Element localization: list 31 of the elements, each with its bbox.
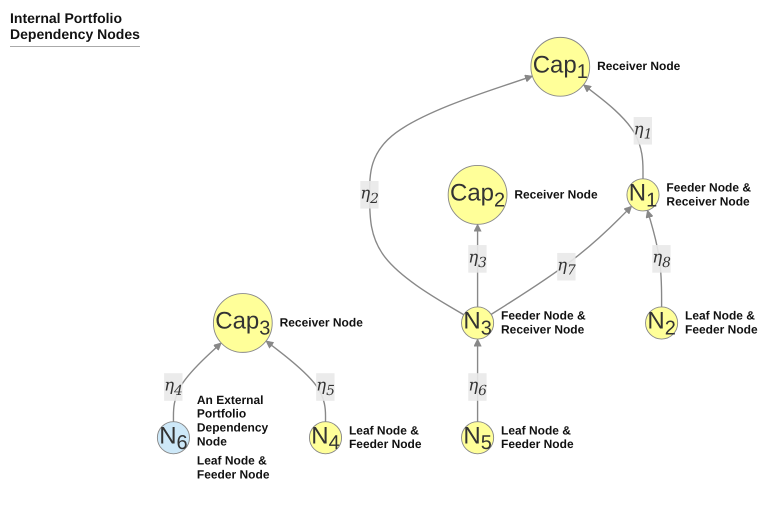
arrow	[583, 84, 644, 178]
node-caption: Leaf Node & Feeder Node	[685, 308, 758, 336]
edge-label: η$_{1}$	[634, 119, 652, 142]
node-circle: Cap$_{3}$	[212, 292, 273, 352]
node-caption: Receiver Node	[597, 58, 680, 73]
node-caption: Feeder Node & Receiver Node	[666, 180, 752, 208]
edge-label: η$_{8}$	[652, 247, 671, 270]
node-circle: Cap$_{2}$	[448, 164, 508, 224]
edge-label: η$_{4}$	[164, 376, 183, 398]
edge-label: η$_{7}$	[557, 255, 576, 278]
node-circle: N$_{6}$	[156, 420, 190, 454]
node-caption: Leaf Node & Feeder Node	[348, 422, 422, 451]
edge-label: η$_{6}$	[468, 376, 487, 398]
node-caption: An External Portfolio Dependency Node	[196, 392, 268, 448]
edge-label: η$_{3}$	[468, 247, 487, 270]
node-circle: N$_{5}$	[461, 420, 494, 454]
region-label: Internal Portfolio Dependency Nodes	[10, 10, 140, 47]
arrow	[490, 206, 632, 315]
node-caption: Receiver Node	[280, 315, 363, 330]
node-caption: Leaf Node & Feeder Node	[501, 422, 574, 451]
node-circle: N$_{2}$	[645, 306, 678, 340]
node-circle: N$_{1}$	[626, 178, 660, 212]
node-caption: Receiver Node	[514, 186, 598, 201]
node-circle: Cap$_{1}$	[530, 36, 590, 96]
edge-label: η$_{5}$	[316, 376, 335, 398]
node-caption: Leaf Node & Feeder Node	[196, 453, 270, 482]
node-circle: N$_{4}$	[308, 420, 342, 454]
edge-label: η$_{2}$	[360, 183, 379, 206]
node-caption: Feeder Node & Receiver Node	[501, 308, 586, 336]
node-circle: N$_{3}$	[461, 306, 494, 340]
arrow	[368, 74, 533, 316]
